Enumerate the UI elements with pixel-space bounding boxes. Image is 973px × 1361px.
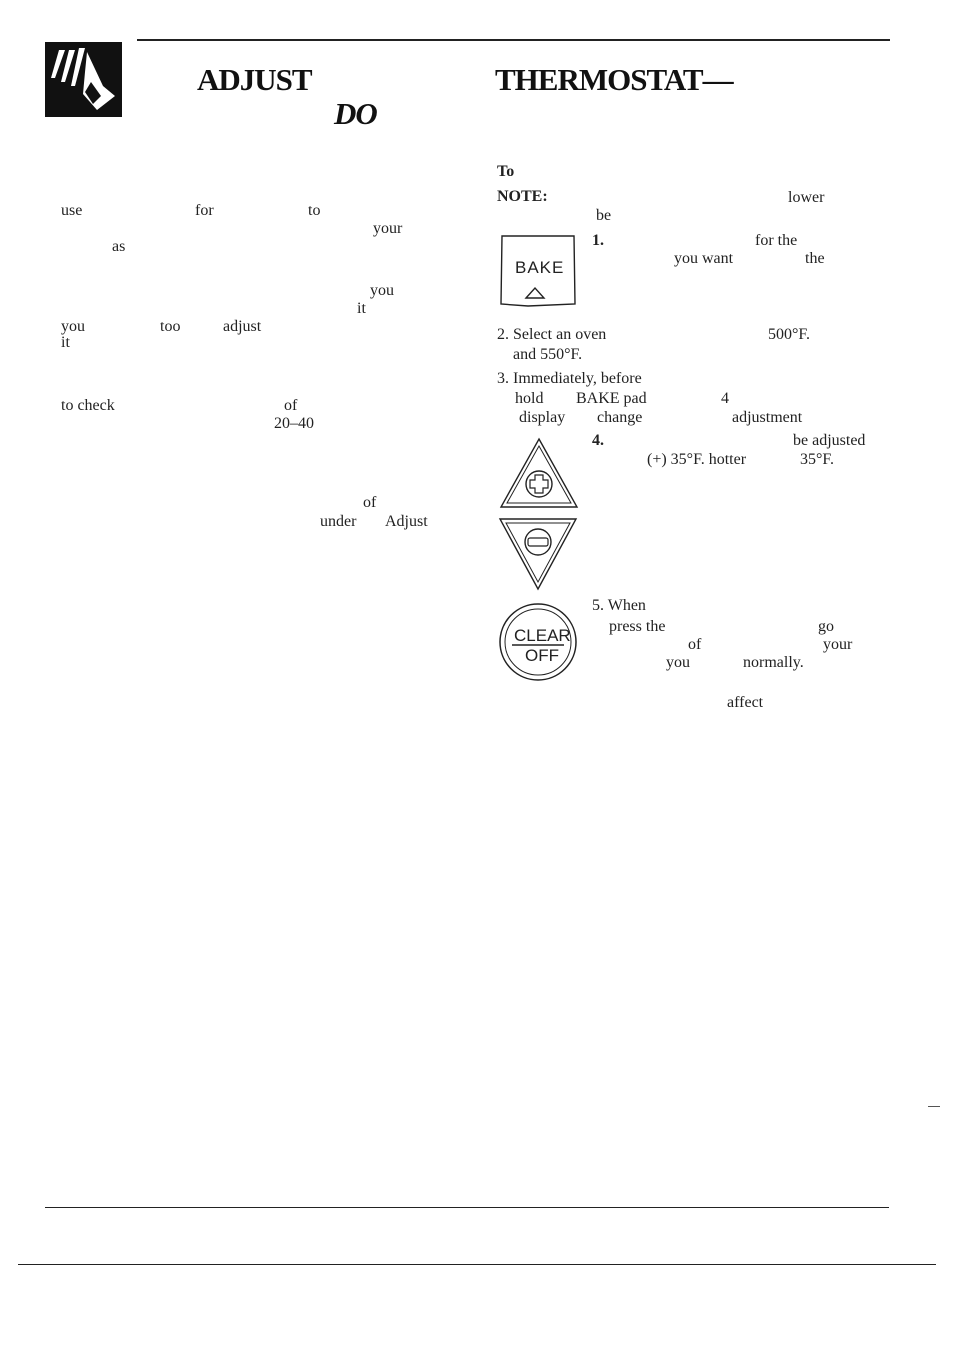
left-word: you <box>370 282 394 299</box>
step4-text: 35°F. <box>800 451 835 468</box>
step4-text: be adjusted <box>793 432 866 449</box>
note-word: lower <box>788 189 825 206</box>
clear-off-key-icon <box>499 603 577 681</box>
step2-text: 2. Select an oven <box>497 326 607 343</box>
left-word: under <box>320 513 357 530</box>
step2-text: and 550°F. <box>513 346 583 363</box>
left-word: to <box>308 202 321 219</box>
step5-text: go <box>818 618 834 635</box>
step3-text: 3. Immediately, before <box>497 370 642 387</box>
left-word: it <box>357 300 366 317</box>
left-word: you <box>61 318 85 335</box>
left-word: 20–40 <box>274 415 314 432</box>
footer-rule <box>45 1207 889 1209</box>
minus-key-icon <box>498 518 578 591</box>
step4-text: (+) 35°F. hotter <box>647 451 747 468</box>
left-word: it <box>61 334 70 351</box>
left-word: of <box>284 397 298 414</box>
step5-text: press the <box>609 618 666 635</box>
step1-text: the <box>805 250 825 267</box>
left-word: use <box>61 202 83 219</box>
edge-mark <box>928 1106 940 1107</box>
step3-text: BAKE pad <box>576 390 647 407</box>
step3-text: change <box>597 409 643 426</box>
left-word: for <box>195 202 214 219</box>
left-word: too <box>160 318 181 335</box>
step1-number: 1. <box>592 232 604 249</box>
title-thermostat: THERMOSTAT— <box>495 62 734 97</box>
left-word: of <box>363 494 377 511</box>
left-word: adjust <box>223 318 262 335</box>
left-word: your <box>373 220 403 237</box>
bake-key-label: BAKE <box>515 258 565 277</box>
left-word: to check <box>61 397 115 414</box>
off-key-label: OFF <box>525 646 559 665</box>
hand-logo-icon <box>45 42 122 117</box>
section-to: To <box>497 163 515 180</box>
header-rule <box>137 39 890 41</box>
left-word: Adjust <box>385 513 428 530</box>
left-word: as <box>112 238 126 255</box>
step5-text: your <box>823 636 853 653</box>
title-do: DO <box>334 96 378 131</box>
step5-text: 5. When <box>592 597 646 614</box>
step1-text: you want <box>674 250 734 267</box>
step2-text: 500°F. <box>768 326 811 343</box>
step5-text: of <box>688 636 702 653</box>
closing-text: affect <box>727 694 764 711</box>
note-word: be <box>596 207 612 224</box>
step5-text: you <box>666 654 690 671</box>
title-adjust: ADJUST <box>197 62 313 97</box>
step1-text: for the <box>755 232 798 249</box>
clear-key-label: CLEAR <box>514 626 571 645</box>
bake-key-icon <box>500 235 576 307</box>
page-bottom-rule <box>18 1264 936 1266</box>
plus-key-icon <box>499 437 579 508</box>
step3-text: display <box>519 409 566 426</box>
step3-text: 4 <box>721 390 729 407</box>
step3-text: adjustment <box>732 409 803 426</box>
step4-number: 4. <box>592 432 604 449</box>
step3-text: hold <box>515 390 544 407</box>
note-label: NOTE: <box>497 188 548 205</box>
step5-text: normally. <box>743 654 804 671</box>
